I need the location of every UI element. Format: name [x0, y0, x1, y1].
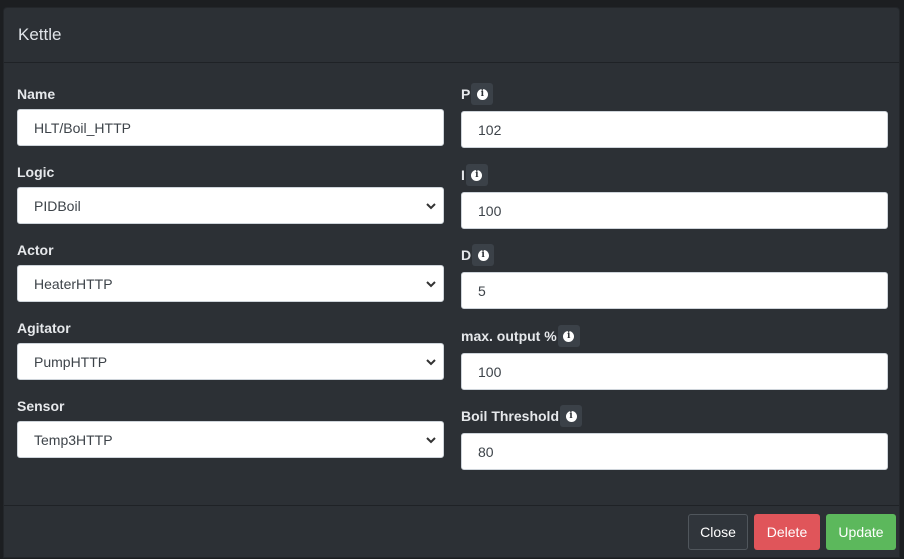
chevron-down-icon	[426, 280, 436, 287]
info-circle-icon[interactable]: i	[465, 164, 488, 186]
i-value: 100	[478, 202, 502, 219]
p-input[interactable]: 102	[461, 111, 888, 148]
name-label: Name	[17, 86, 56, 102]
boil-threshold-value: 80	[478, 443, 494, 460]
info-circle-icon[interactable]: i	[560, 405, 582, 427]
sensor-select[interactable]: Temp3HTTP	[17, 421, 444, 458]
agitator-select[interactable]: PumpHTTP	[17, 343, 444, 380]
d-input[interactable]: 5	[461, 272, 888, 309]
info-circle-icon[interactable]: i	[472, 244, 495, 266]
chevron-down-icon	[426, 202, 436, 209]
dialog-header: Kettle	[4, 8, 899, 63]
boil-threshold-label: Boil Threshold i	[461, 405, 582, 427]
actor-value: HeaterHTTP	[34, 275, 113, 292]
d-label: D i	[461, 244, 495, 266]
update-button[interactable]: Update	[826, 514, 896, 550]
actor-label: Actor	[17, 242, 54, 258]
sensor-value: Temp3HTTP	[34, 431, 113, 448]
max-output-value: 100	[478, 363, 502, 380]
chevron-down-icon	[426, 358, 436, 365]
max-output-label-text: max. output %	[461, 328, 557, 344]
boil-threshold-input[interactable]: 80	[461, 433, 888, 470]
chevron-down-icon	[426, 436, 436, 443]
i-input[interactable]: 100	[461, 192, 888, 229]
logic-value: PIDBoil	[34, 197, 81, 214]
d-value: 5	[478, 282, 486, 299]
agitator-label: Agitator	[17, 320, 71, 336]
max-output-label: max. output % i	[461, 325, 580, 347]
info-circle-icon[interactable]: i	[557, 325, 580, 347]
kettle-dialog: Kettle Name HLT/Boil_HTTP Logic P I D Boil …	[3, 7, 900, 558]
i-label-text: I	[461, 167, 465, 183]
p-label-text: P	[461, 86, 471, 102]
p-label: P i	[461, 83, 494, 105]
delete-button[interactable]: Delete	[754, 514, 820, 550]
name-value: HLT/Boil_HTTP	[34, 119, 131, 136]
agitator-value: PumpHTTP	[34, 353, 108, 370]
sensor-label: Sensor	[17, 398, 65, 414]
actor-select[interactable]: HeaterHTTP	[17, 265, 444, 302]
max-output-input[interactable]: 100	[461, 353, 888, 390]
info-circle-icon[interactable]: i	[471, 83, 494, 105]
d-label-text: D	[461, 247, 472, 263]
logic-label: Logic	[17, 164, 55, 180]
boil-threshold-label-text: Boil Threshold	[461, 408, 559, 424]
dialog-title: Kettle	[18, 25, 62, 44]
i-label: I i	[461, 164, 488, 186]
name-input[interactable]: HLT/Boil_HTTP	[17, 109, 444, 146]
dialog-footer: Close Delete Update	[4, 505, 899, 559]
p-value: 102	[478, 121, 502, 138]
logic-select[interactable]: PIDBoil	[17, 187, 444, 224]
close-button[interactable]: Close	[688, 514, 748, 550]
